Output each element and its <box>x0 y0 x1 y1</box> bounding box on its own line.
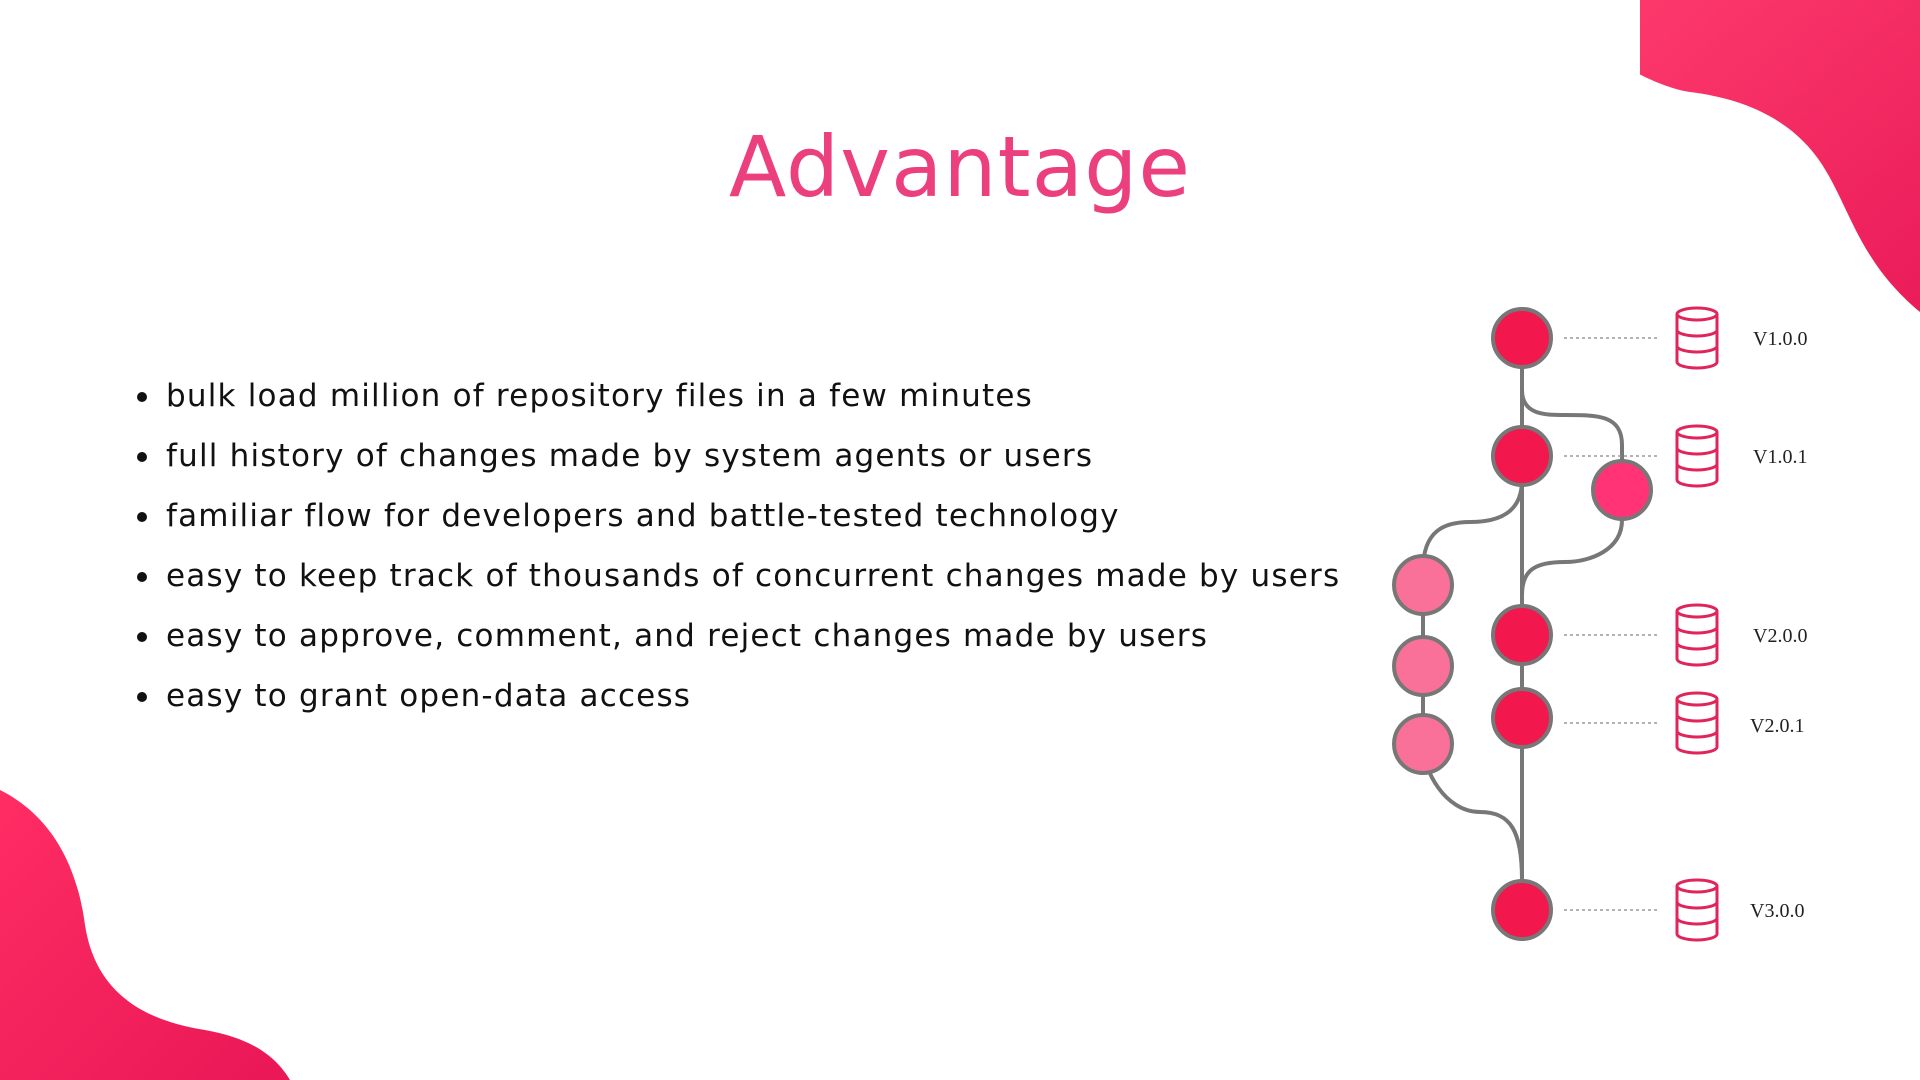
commit-node-side <box>1392 554 1454 616</box>
version-label: V3.0.0 <box>1750 900 1804 922</box>
version-label: V2.0.1 <box>1750 715 1804 737</box>
bullet-icon <box>137 392 147 402</box>
version-label: V2.0.0 <box>1753 625 1807 647</box>
commit-node-main <box>1491 307 1553 369</box>
commit-node-main <box>1491 687 1553 749</box>
list-item-text: easy to grant open-data access <box>166 678 692 714</box>
advantages-list: bulk load million of repository files in… <box>132 366 1340 726</box>
commit-node-main <box>1491 879 1553 941</box>
corner-blob-bottom-left <box>0 790 290 1080</box>
list-item: bulk load million of repository files in… <box>132 366 1340 426</box>
database-icon <box>1675 691 1719 755</box>
bullet-icon <box>137 632 147 642</box>
list-item-text: easy to approve, comment, and reject cha… <box>166 618 1209 654</box>
list-item-text: full history of changes made by system a… <box>166 438 1094 474</box>
list-item: easy to approve, comment, and reject cha… <box>132 606 1340 666</box>
list-item: full history of changes made by system a… <box>132 426 1340 486</box>
database-icon <box>1675 424 1719 488</box>
commit-node-main <box>1491 604 1553 666</box>
list-item: familiar flow for developers and battle-… <box>132 486 1340 546</box>
commit-node-main <box>1491 425 1553 487</box>
version-branch-diagram: V1.0.0 V1.0.1 V2.0.0 V2.0.1 V3.0.0 <box>1392 306 1807 942</box>
database-icon <box>1675 878 1719 942</box>
version-label: V1.0.1 <box>1753 446 1807 468</box>
list-item-text: familiar flow for developers and battle-… <box>166 498 1120 534</box>
bullet-icon <box>137 512 147 522</box>
commit-node-feature <box>1591 459 1653 521</box>
list-item-text: bulk load million of repository files in… <box>166 378 1033 414</box>
commit-node-side <box>1392 713 1454 775</box>
bullet-icon <box>137 692 147 702</box>
bullet-icon <box>137 452 147 462</box>
version-connectors <box>1564 337 1660 911</box>
commit-node-side <box>1392 635 1454 697</box>
database-icon <box>1675 603 1719 667</box>
corner-blob-top-right <box>1640 0 1920 312</box>
version-label: V1.0.0 <box>1753 328 1807 350</box>
list-item-text: easy to keep track of thousands of concu… <box>166 558 1341 594</box>
slide-title: Advantage <box>728 118 1192 216</box>
database-icon <box>1675 306 1719 370</box>
list-item: easy to keep track of thousands of concu… <box>132 546 1340 606</box>
bullet-icon <box>137 572 147 582</box>
list-item: easy to grant open-data access <box>132 666 1340 726</box>
